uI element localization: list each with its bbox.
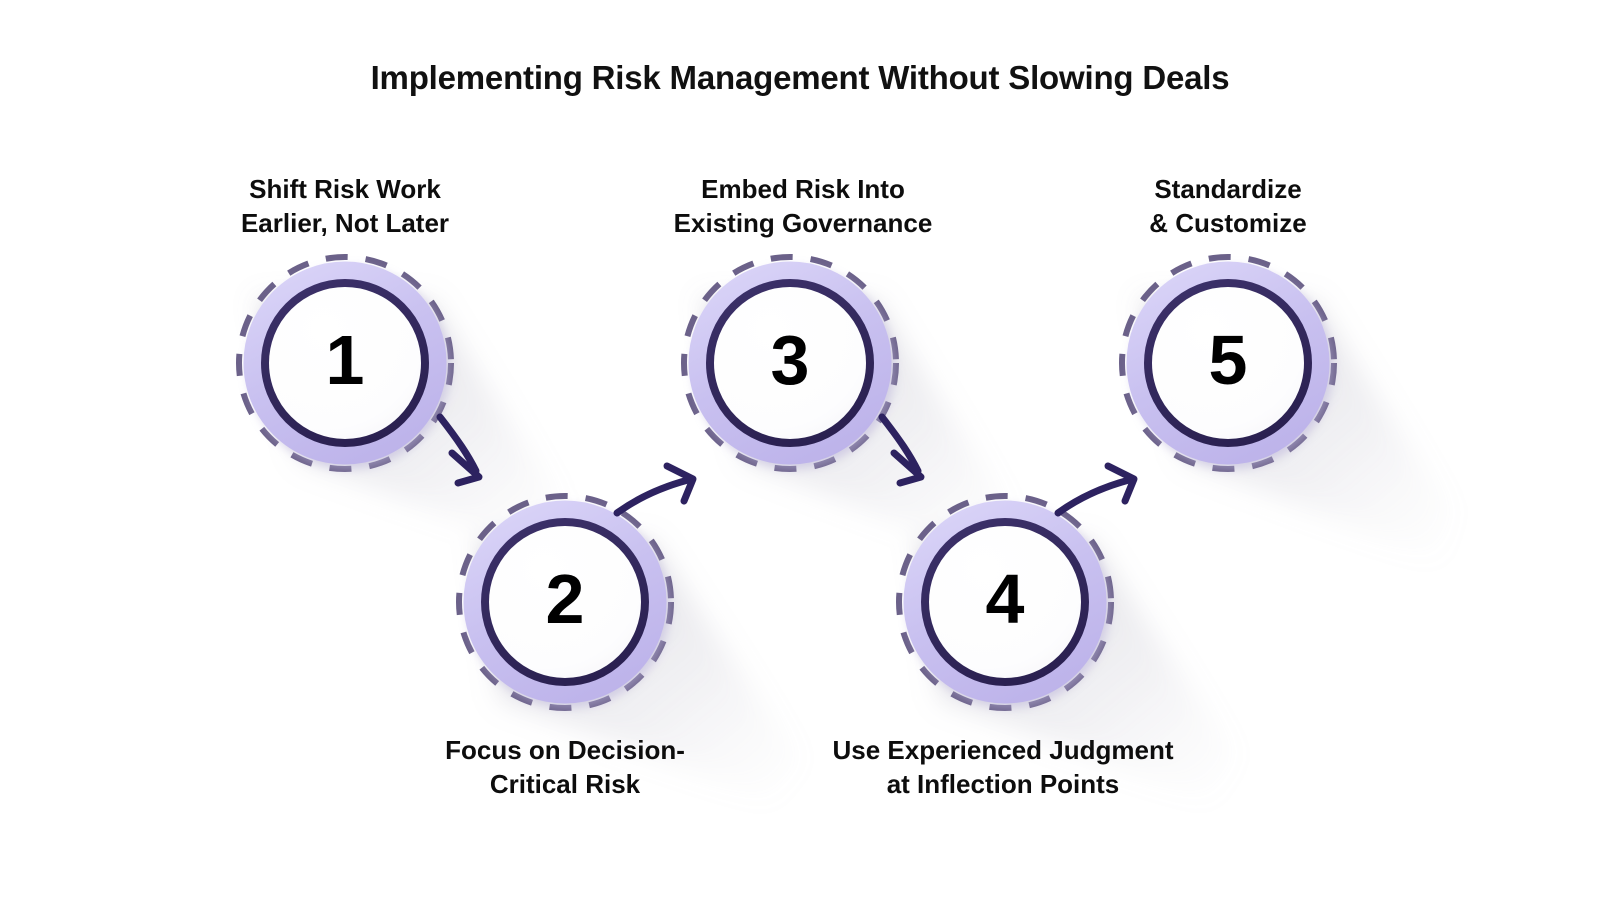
step-1-dark-ring [261,279,429,447]
arrow-2-to-3 [613,462,697,517]
step-4-dark-ring [921,518,1089,686]
step-1-dashed-ring [236,254,454,472]
step-3-dark-ring [706,279,874,447]
step-4-dashed-ring [896,493,1114,711]
step-3-band [688,261,892,465]
arrow-4-to-5 [1054,462,1138,517]
step-1-inner-fill [262,280,428,446]
step-2-dashed-ring [456,493,674,711]
step-5-dark-ring [1144,279,1312,447]
step-2-inner-fill [482,519,648,685]
step-node-3[interactable] [681,254,899,472]
step-1-band [243,261,447,465]
step-node-4[interactable] [896,493,1114,711]
step-5-dashed-ring [1119,254,1337,472]
step-4-band [903,500,1107,704]
step-node-2[interactable] [456,493,674,711]
step-node-1[interactable] [236,254,454,472]
step-2-band [463,500,667,704]
step-5-inner-fill [1145,280,1311,446]
step-3-dashed-ring [681,254,899,472]
step-5-band [1126,261,1330,465]
page-title: Implementing Risk Management Without Slo… [370,59,1230,96]
step-2-dark-ring [481,518,649,686]
step-3-inner-fill [707,280,873,446]
step-2-label: Focus on Decision- Critical Risk [445,735,685,800]
arrow-1-to-2 [436,413,483,487]
step-1-label: Shift Risk Work Earlier, Not Later [240,174,450,239]
step-4-inner-fill [922,519,1088,685]
connector-arrows [436,413,1138,517]
step-5-label: Standardize & Customize [1149,174,1307,239]
step-3-label: Embed Risk Into Existing Governance [673,174,933,239]
arrow-3-to-4 [878,413,925,487]
step-4-label: Use Experienced Judgment at Inflection P… [832,735,1174,800]
step-node-5[interactable] [1119,254,1337,472]
